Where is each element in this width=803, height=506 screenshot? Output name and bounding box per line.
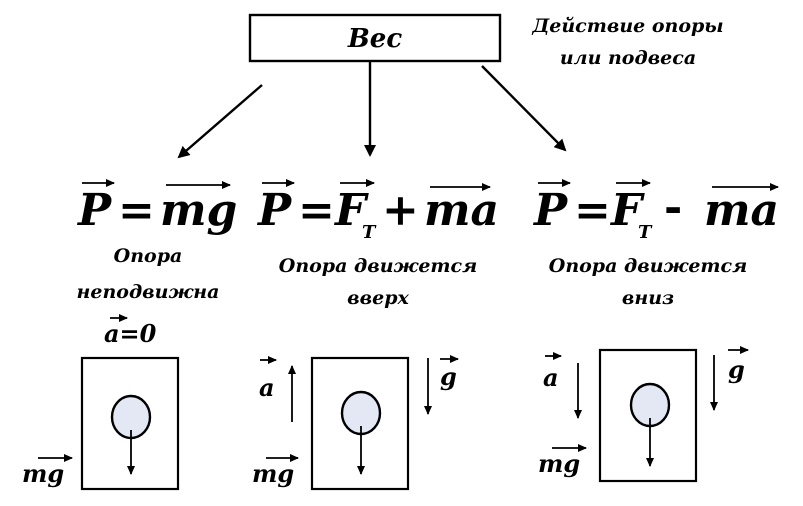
note-line2: или подвеса xyxy=(560,47,696,69)
g-label: g xyxy=(728,355,745,384)
mg-label: mg xyxy=(22,459,64,488)
a-label: a xyxy=(259,373,275,402)
formula-term-f: F xyxy=(609,185,645,236)
caption-up-line1: Опора движется xyxy=(279,255,477,277)
formula-eq: = xyxy=(298,185,335,236)
formula-static: P = mg xyxy=(76,179,237,236)
formula-op: + xyxy=(382,185,419,236)
branch-arrow-right xyxy=(481,65,567,152)
formula-term-ma: ma xyxy=(704,185,779,236)
branch-arrow-left xyxy=(177,84,263,159)
g-label: g xyxy=(440,362,457,391)
formula-lhs: P xyxy=(532,185,569,236)
formula-eq: = xyxy=(118,185,155,236)
caption-down-line1: Опора движется xyxy=(549,255,747,277)
title-box: Вес xyxy=(248,13,502,63)
case-down: a g mg xyxy=(538,346,749,483)
a-label: a xyxy=(543,363,559,392)
caption-up-line2: вверх xyxy=(347,287,409,309)
mg-label: mg xyxy=(252,459,294,488)
caption-down-line2: вниз xyxy=(622,287,674,309)
formula-down: P = F T - ma xyxy=(532,179,779,243)
caption-static-line2: неподвижна xyxy=(77,281,220,303)
formula-lhs: P xyxy=(76,185,113,236)
formula-subscript: T xyxy=(362,222,377,243)
mg-label: mg xyxy=(538,449,580,478)
case-up: a g mg xyxy=(252,355,459,491)
formula-lhs: P xyxy=(256,185,293,236)
formula-term: mg xyxy=(160,185,237,236)
title-label: Вес xyxy=(347,24,403,54)
formula-term-f: F xyxy=(333,185,369,236)
formula-subscript: T xyxy=(638,222,653,243)
accel-label: a=0 xyxy=(104,319,157,348)
formula-up: P = F T + ma xyxy=(256,179,499,243)
formula-op: - xyxy=(664,182,682,233)
formula-eq: = xyxy=(574,185,611,236)
caption-static-line1: Опора xyxy=(114,245,183,267)
formula-term-ma: ma xyxy=(424,185,499,236)
case-static: a=0 mg xyxy=(22,314,180,491)
note-line1: Действие опоры xyxy=(531,15,723,37)
